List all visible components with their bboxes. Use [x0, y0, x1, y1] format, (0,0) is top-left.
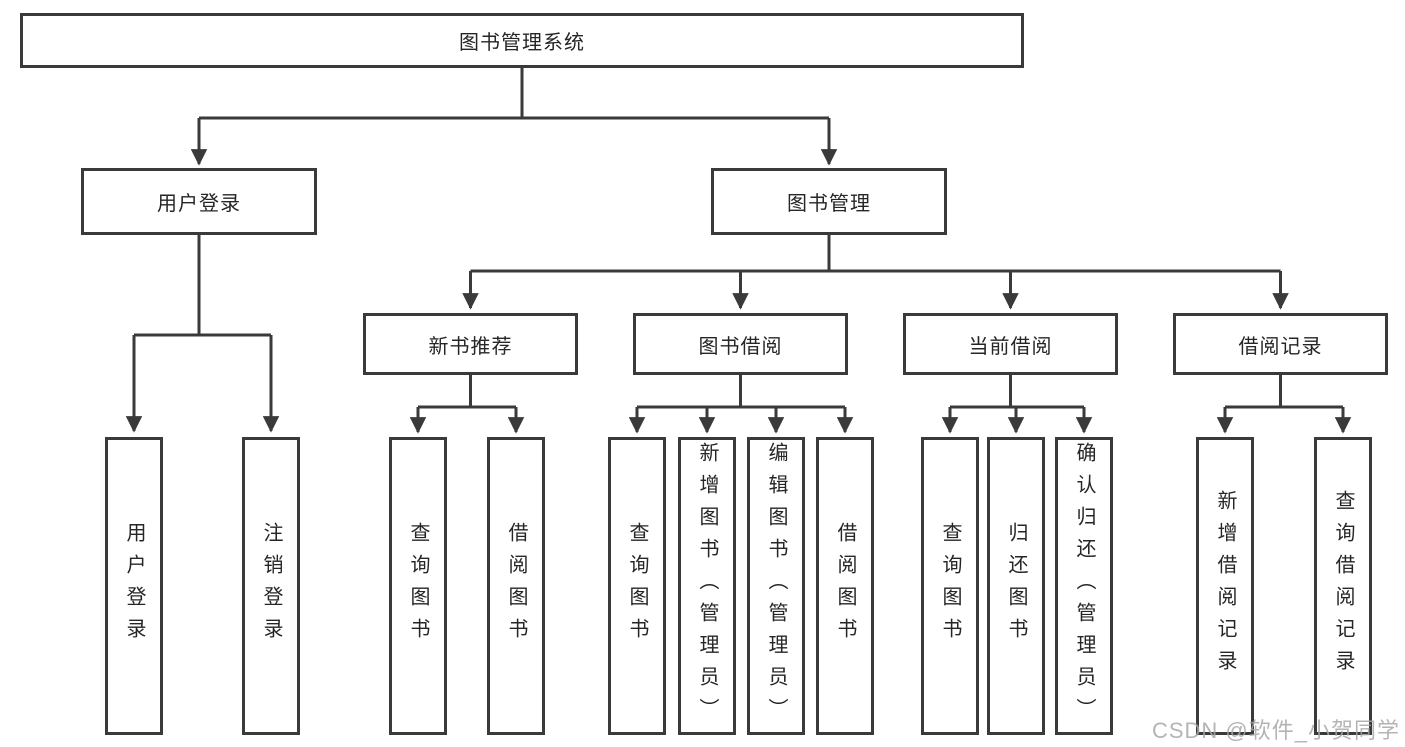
node-user-login: 用户登录	[81, 168, 317, 235]
node-borrow-records: 借阅记录	[1173, 313, 1388, 375]
leaf-logout: 注销登录	[242, 437, 300, 735]
node-new-book-recommend-label: 新书推荐	[428, 335, 513, 358]
leaf-bb-edit-books-admin-label: 编辑图书（管理员）	[765, 442, 787, 730]
node-book-management: 图书管理	[711, 168, 947, 235]
node-book-borrow-label: 图书借阅	[698, 335, 783, 358]
leaf-nb-query-books-label: 查询图书	[407, 522, 429, 650]
leaf-logout-label: 注销登录	[260, 522, 282, 650]
leaf-cb-query-books-label: 查询图书	[939, 522, 961, 650]
node-borrow-records-label: 借阅记录	[1238, 335, 1323, 358]
leaf-bb-borrow-books: 借阅图书	[816, 437, 874, 735]
leaf-bb-add-books-admin-label: 新增图书（管理员）	[696, 442, 718, 730]
leaf-user-login: 用户登录	[105, 437, 163, 735]
leaf-bb-query-books-label: 查询图书	[626, 522, 648, 650]
leaf-br-query-record: 查询借阅记录	[1314, 437, 1372, 735]
leaf-nb-query-books: 查询图书	[389, 437, 447, 735]
node-book-management-label: 图书管理	[787, 193, 871, 215]
leaf-cb-confirm-return-admin-label: 确认归还（管理员）	[1073, 442, 1095, 730]
leaf-nb-borrow-books: 借阅图书	[487, 437, 545, 735]
node-root-label: 图书管理系统	[459, 32, 585, 54]
node-new-book-recommend: 新书推荐	[363, 313, 578, 375]
leaf-bb-edit-books-admin: 编辑图书（管理员）	[747, 437, 805, 735]
node-book-borrow: 图书借阅	[633, 313, 848, 375]
node-current-borrow: 当前借阅	[903, 313, 1118, 375]
csdn-watermark: CSDN @软件_小贺同学	[1151, 718, 1400, 743]
leaf-br-add-record-label: 新增借阅记录	[1214, 490, 1236, 682]
leaf-br-query-record-label: 查询借阅记录	[1332, 490, 1354, 682]
node-root: 图书管理系统	[20, 13, 1024, 68]
leaf-user-login-label: 用户登录	[123, 522, 145, 650]
leaf-bb-query-books: 查询图书	[608, 437, 666, 735]
node-current-borrow-label: 当前借阅	[968, 335, 1053, 358]
node-user-login-label: 用户登录	[157, 193, 241, 215]
leaf-bb-borrow-books-label: 借阅图书	[834, 522, 856, 650]
leaf-nb-borrow-books-label: 借阅图书	[505, 522, 527, 650]
leaf-cb-confirm-return-admin: 确认归还（管理员）	[1055, 437, 1113, 735]
leaf-br-add-record: 新增借阅记录	[1196, 437, 1254, 735]
leaf-cb-return-books-label: 归还图书	[1005, 522, 1027, 650]
leaf-bb-add-books-admin: 新增图书（管理员）	[678, 437, 736, 735]
leaf-cb-query-books: 查询图书	[921, 437, 979, 735]
leaf-cb-return-books: 归还图书	[987, 437, 1045, 735]
